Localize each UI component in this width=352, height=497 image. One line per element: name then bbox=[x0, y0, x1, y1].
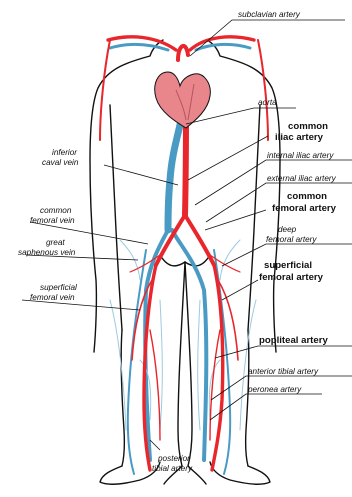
label-deep-femoral-line2: femoral artery bbox=[266, 235, 317, 244]
superficial-veins bbox=[110, 240, 256, 430]
label-posterior-tibial-line1: posterior bbox=[157, 454, 190, 463]
label-common-iliac-line1: common bbox=[288, 121, 328, 132]
heart-icon bbox=[155, 72, 211, 128]
label-inferior-caval-line2: caval vein bbox=[42, 158, 79, 167]
label-inferior-caval-line1: inferior bbox=[52, 148, 77, 157]
bottom-labels: posterior tibial artery bbox=[152, 454, 193, 473]
label-superficial-femoral-vein-line1: superficial bbox=[40, 283, 77, 292]
label-popliteal-artery: popliteal artery bbox=[259, 335, 328, 346]
label-anterior-tibial-artery: anterior tibial artery bbox=[248, 367, 319, 376]
label-common-femoral-vein-line2: femoral vein bbox=[30, 216, 75, 225]
label-superficial-femoral-vein-line2: femoral vein bbox=[30, 293, 75, 302]
left-labels: inferior caval vein common femoral vein … bbox=[18, 148, 79, 302]
label-great-saphenous-line2: saphenous vein bbox=[18, 248, 76, 257]
label-peronea-artery: peronea artery bbox=[247, 385, 302, 394]
label-great-saphenous-line1: great bbox=[46, 238, 65, 247]
label-superficial-femoral-line1: superficial bbox=[264, 260, 312, 271]
label-aorta: aorta bbox=[258, 98, 277, 107]
label-common-femoral-vein-line1: common bbox=[40, 206, 72, 215]
label-external-iliac-artery: external iliac artery bbox=[267, 174, 337, 183]
label-internal-iliac-artery: internal iliac artery bbox=[267, 151, 334, 160]
label-subclavian-artery: subclavian artery bbox=[238, 10, 301, 19]
label-common-iliac-line2: iliac artery bbox=[275, 132, 324, 143]
label-common-femoral-line1: common bbox=[287, 191, 327, 202]
label-common-femoral-line2: femoral artery bbox=[272, 203, 337, 214]
label-superficial-femoral-line2: femoral artery bbox=[259, 272, 324, 283]
label-posterior-tibial-line2: tibial artery bbox=[152, 464, 193, 473]
label-deep-femoral-line1: deep bbox=[278, 225, 297, 234]
